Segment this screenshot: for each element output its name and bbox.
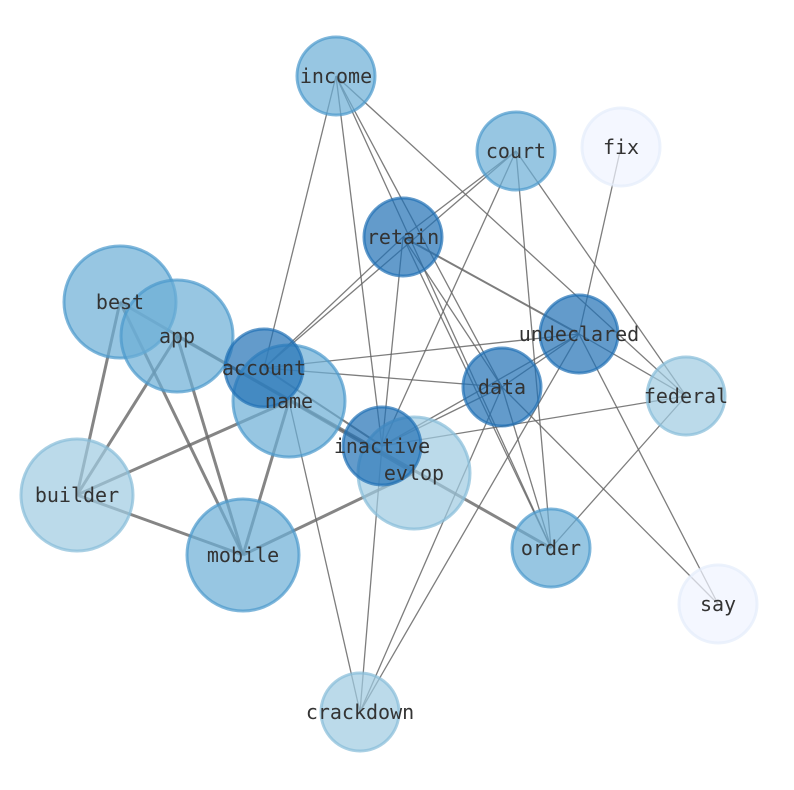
node-app[interactable]	[119, 278, 235, 394]
node-label-income: income	[300, 64, 372, 88]
node-label-account: account	[222, 356, 306, 380]
node-mobile[interactable]	[185, 497, 301, 613]
node-label-retain: retain	[367, 225, 439, 249]
node-label-app: app	[159, 324, 195, 348]
node-say[interactable]	[677, 563, 759, 645]
node-label-name: name	[265, 389, 313, 413]
edge-court-order	[515, 150, 552, 549]
node-account[interactable]	[223, 327, 305, 409]
node-court[interactable]	[475, 110, 557, 192]
node-income[interactable]	[295, 35, 377, 117]
nodes-layer	[19, 35, 759, 753]
node-label-crackdown: crackdown	[306, 700, 414, 724]
node-label-evlop: evlop	[384, 461, 444, 485]
node-label-inactive: inactive	[334, 434, 430, 458]
node-label-mobile: mobile	[207, 543, 279, 567]
node-label-order: order	[521, 536, 581, 560]
node-label-fix: fix	[603, 135, 639, 159]
edge-data-crackdown	[359, 386, 503, 713]
node-undeclared[interactable]	[538, 293, 620, 375]
node-data[interactable]	[461, 346, 543, 428]
node-crackdown[interactable]	[319, 671, 401, 753]
edge-undeclared-say	[578, 333, 719, 605]
node-label-federal: federal	[644, 384, 728, 408]
node-federal[interactable]	[645, 355, 727, 437]
node-retain[interactable]	[362, 196, 444, 278]
node-label-court: court	[486, 139, 546, 163]
node-label-best: best	[96, 290, 144, 314]
edge-data-say	[501, 386, 719, 605]
node-order[interactable]	[510, 507, 592, 589]
node-label-undeclared: undeclared	[519, 322, 639, 346]
edge-court-inactive	[381, 150, 517, 447]
edge-undeclared-crackdown	[359, 333, 580, 713]
edge-income-inactive	[335, 75, 383, 447]
node-label-say: say	[700, 592, 736, 616]
edge-income-account	[263, 75, 337, 369]
node-fix[interactable]	[580, 106, 662, 188]
node-label-data: data	[478, 375, 526, 399]
node-label-builder: builder	[35, 483, 119, 507]
node-builder[interactable]	[19, 437, 135, 553]
node-inactive[interactable]	[341, 405, 423, 487]
edge-court-federal	[515, 150, 687, 397]
edge-income-federal	[335, 75, 687, 397]
